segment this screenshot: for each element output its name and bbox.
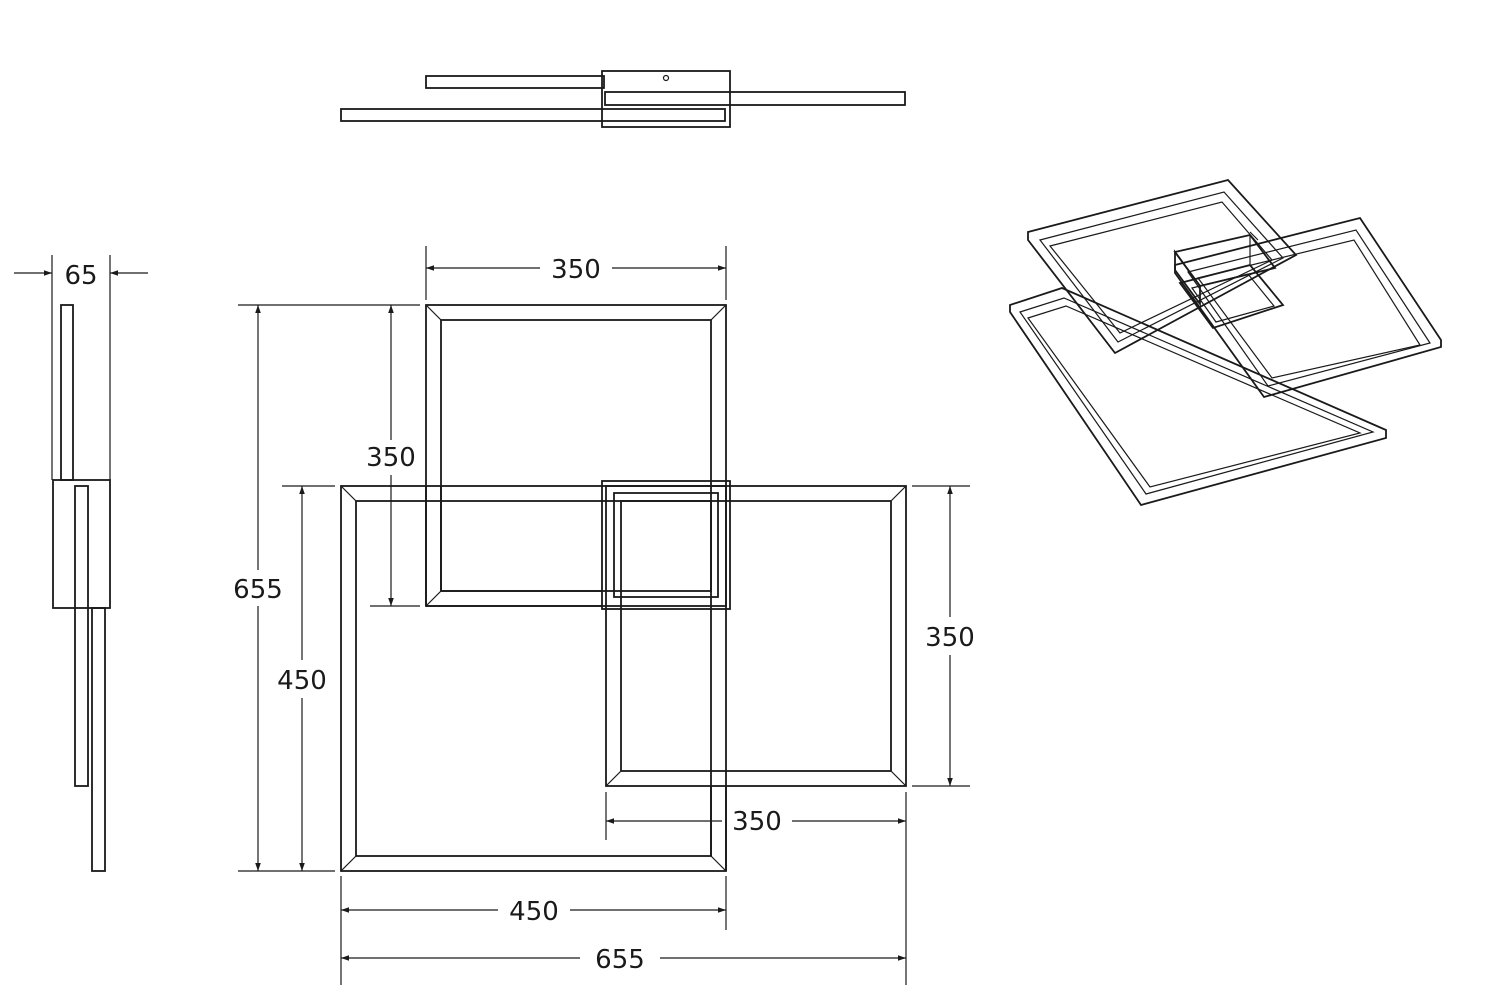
large-square-frame <box>340 485 727 872</box>
right-square-frame <box>605 485 907 787</box>
overall-height-label: 655 <box>233 575 283 605</box>
side-view <box>14 255 148 872</box>
large-square-height-label: 450 <box>277 666 327 696</box>
front-view <box>340 304 907 872</box>
top-square-frame <box>425 304 727 607</box>
top-square-width-label: 350 <box>551 255 601 285</box>
large-square-width-label: 450 <box>509 897 559 927</box>
right-square-height-label: 350 <box>925 623 975 653</box>
top-view <box>340 70 906 128</box>
overall-width-label: 655 <box>595 945 645 975</box>
right-square-width-label: 350 <box>732 807 782 837</box>
side-depth-label: 65 <box>64 261 97 291</box>
top-square-height-label: 350 <box>366 443 416 473</box>
isometric-view <box>1009 178 1442 507</box>
dimension-lines <box>238 246 970 985</box>
center-canopy <box>601 480 731 610</box>
